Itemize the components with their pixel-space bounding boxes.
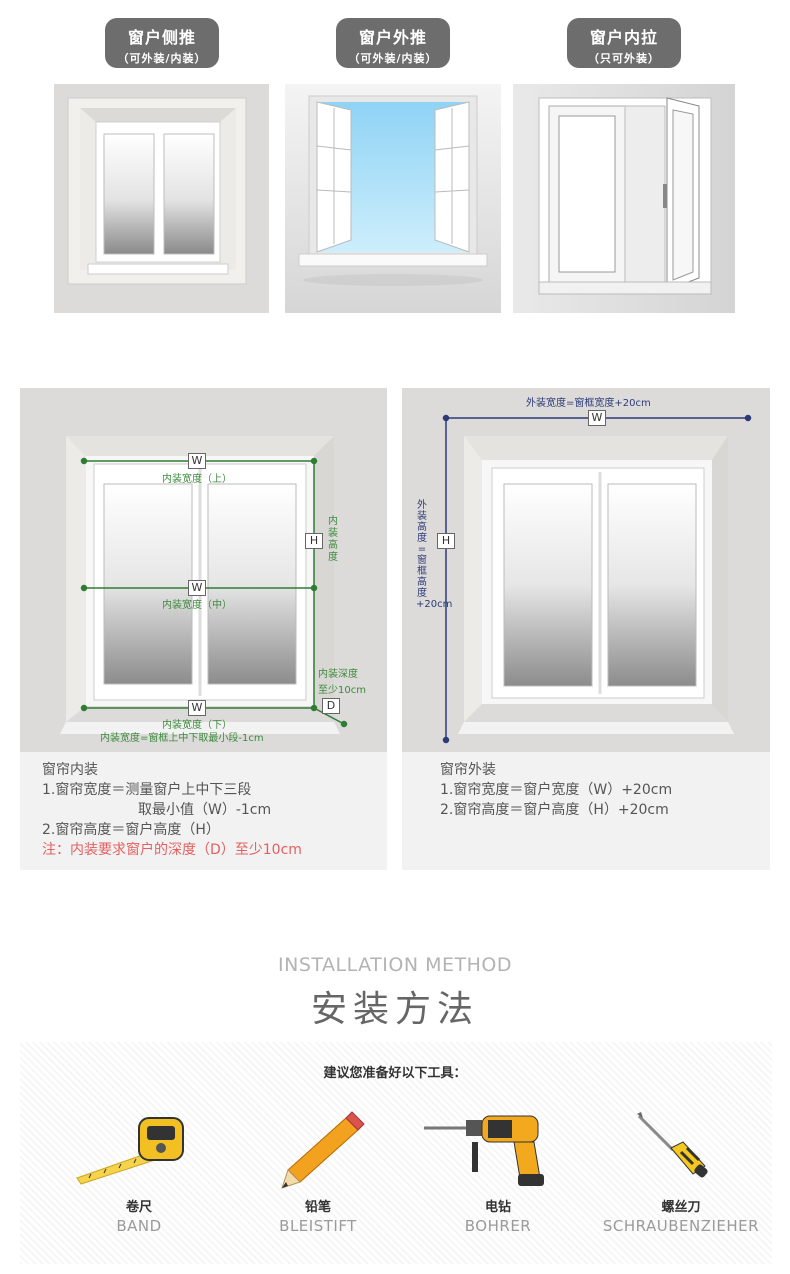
inner-line2: 2.窗帘高度＝窗户高度（H） xyxy=(42,822,220,838)
type-badge-inward: 窗户内拉 （只可外装） xyxy=(567,18,681,68)
type-badge-side: 窗户侧推 （可外装/内装） xyxy=(105,18,219,68)
outer-width-box: W xyxy=(588,410,606,426)
width-box-bottom: W xyxy=(188,700,206,716)
tool-screwdriver: 螺丝刀 SCHRAUBENZIEHER xyxy=(601,1108,761,1235)
depth-box: D xyxy=(322,698,340,714)
tool-drill: 电钻 BOHRER xyxy=(418,1108,578,1235)
side-window-photo xyxy=(54,84,269,313)
outer-width-label: 外装宽度=窗框宽度+20cm xyxy=(526,398,651,409)
type-subtitle: （可外装/内装） xyxy=(117,52,207,65)
type-badge-outward: 窗户外推 （可外装/内装） xyxy=(336,18,450,68)
tool-name-en: BOHRER xyxy=(464,1217,532,1235)
outer-install-diagram: 外装宽度=窗框宽度+20cm W 外装高度=窗框高度+20cm H xyxy=(402,388,770,752)
inner-line1b: 取最小值（W）-1cm xyxy=(138,802,272,818)
outer-line1: 1.窗帘宽度＝窗户宽度（W）+20cm xyxy=(440,782,673,798)
inner-install-panel: W 内装宽度（上） W 内装宽度（中） W 内装宽度（下） H 内装高度 内装深… xyxy=(20,388,387,870)
width-mid-label: 内装宽度（中） xyxy=(162,600,232,611)
width-bottom-label: 内装宽度（下） xyxy=(162,720,232,731)
tool-name-en: BAND xyxy=(116,1217,162,1235)
width-box-mid: W xyxy=(188,580,206,596)
install-title-en: INSTALLATION METHOD xyxy=(278,954,512,976)
type-title: 窗户内拉 xyxy=(589,28,658,47)
tool-name-en: BLEISTIFT xyxy=(279,1217,357,1235)
tool-name-cn: 铅笔 xyxy=(304,1200,331,1215)
inward-window-photo xyxy=(513,84,735,313)
pencil-icon xyxy=(238,1108,398,1192)
depth-label: 内装深度 xyxy=(318,669,358,680)
inner-note: 注：内装要求窗户的深度（D）至少10cm xyxy=(42,842,302,858)
height-label: 内装高度 xyxy=(328,516,338,563)
install-title-cn: 安装方法 xyxy=(310,989,479,1030)
inner-install-diagram: W 内装宽度（上） W 内装宽度（中） W 内装宽度（下） H 内装高度 内装深… xyxy=(20,388,387,752)
outward-window-photo xyxy=(285,84,501,313)
width-box-top: W xyxy=(188,453,206,469)
inner-title: 窗帘内装 xyxy=(42,762,98,778)
depth-label-min: 至少10cm xyxy=(318,685,366,696)
inner-install-text: 窗帘内装 1.窗帘宽度＝测量窗户上中下三段 取最小值（W）-1cm 2.窗帘高度… xyxy=(42,760,302,860)
outer-title: 窗帘外装 xyxy=(440,762,496,778)
inner-line1: 1.窗帘宽度＝测量窗户上中下三段 xyxy=(42,782,252,798)
type-subtitle: （只可外装） xyxy=(588,52,660,65)
drill-icon xyxy=(418,1108,578,1192)
width-top-label: 内装宽度（上） xyxy=(162,474,232,485)
outer-line2: 2.窗帘高度＝窗户高度（H）+20cm xyxy=(440,802,669,818)
height-box: H xyxy=(305,533,323,549)
outer-install-panel: 外装宽度=窗框宽度+20cm W 外装高度=窗框高度+20cm H 窗帘外装 1… xyxy=(402,388,770,870)
screwdriver-icon xyxy=(601,1108,761,1192)
tool-pencil: 铅笔 BLEISTIFT xyxy=(238,1108,398,1235)
type-title: 窗户侧推 xyxy=(127,28,196,47)
tool-name-cn: 卷尺 xyxy=(125,1200,152,1215)
tool-name-cn: 电钻 xyxy=(484,1200,511,1215)
outer-height-box: H xyxy=(437,533,455,549)
width-rule-label: 内装宽度=窗框上中下取最小段-1cm xyxy=(100,733,264,744)
outer-install-text: 窗帘外装 1.窗帘宽度＝窗户宽度（W）+20cm 2.窗帘高度＝窗户高度（H）+… xyxy=(440,760,672,820)
tool-tape-measure: 卷尺 BAND xyxy=(59,1108,219,1235)
outer-height-label: 外装高度=窗框高度+20cm xyxy=(416,500,453,610)
tools-title: 建议您准备好以下工具： xyxy=(323,1066,467,1081)
type-subtitle: （可外装/内装） xyxy=(348,52,438,65)
tape-measure-icon xyxy=(59,1108,219,1192)
tool-name-en: SCHRAUBENZIEHER xyxy=(602,1217,760,1235)
tool-name-cn: 螺丝刀 xyxy=(661,1200,701,1215)
type-title: 窗户外推 xyxy=(358,28,427,47)
